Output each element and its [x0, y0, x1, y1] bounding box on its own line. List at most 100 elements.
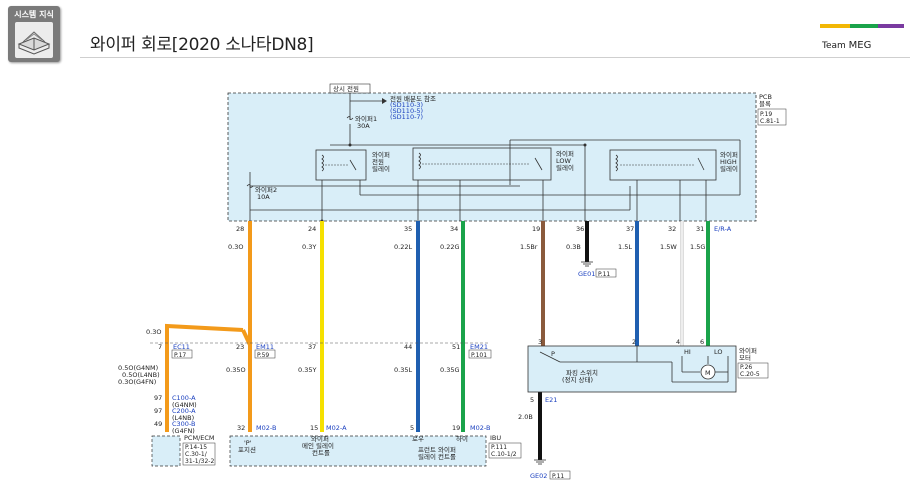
wire-1-5w: 1.5W — [660, 243, 677, 251]
pin-34: 34 — [450, 225, 458, 233]
park-switch-2: (정지 상태) — [562, 375, 593, 384]
fuse1-name: 와이퍼1 — [355, 114, 377, 123]
ibu-conn2: M02-A — [326, 424, 347, 432]
pin-labels: 28 24 35 34 19 36 37 32 31 E/R-A 0.3O 0.… — [228, 225, 732, 251]
ibu-conn4: M02-B — [470, 424, 490, 432]
page-title: 와이퍼 회로[2020 소나타DN8] — [90, 35, 314, 55]
ibu-label-low: 로우 — [412, 435, 424, 443]
pcm-ref-2: C.30-1/ — [185, 451, 208, 458]
em21-name: EM21 — [470, 343, 488, 351]
em21-ref: P.101 — [471, 352, 487, 359]
motor-bottom-wire: 2.0B — [518, 413, 533, 421]
mid-wire-green: 0.35G — [440, 366, 460, 374]
relay1-line1: 와이퍼 — [372, 150, 390, 159]
system-knowledge-badge: 시스템 지식 — [8, 6, 60, 62]
left-conn-3-pin: 49 — [154, 420, 162, 428]
jumper-wire-label: 0.3O — [146, 328, 161, 336]
pcm-ref-3: 31-1/32-2 — [185, 458, 214, 465]
orange-jumper-wire — [165, 323, 244, 432]
low-relay — [412, 147, 552, 181]
motor-pin-2: 2 — [632, 338, 636, 346]
park-p-label: P — [551, 350, 555, 358]
ec11-ref: P.17 — [174, 352, 186, 359]
pcm-name: PCM/ECM — [184, 434, 215, 442]
relay-coil-icon — [418, 152, 421, 170]
wire-1-5br: 1.5Br — [520, 243, 538, 251]
ibu-ref-2: C.10-1/2 — [491, 451, 517, 458]
mid-wire-yellow: 0.35Y — [298, 366, 316, 374]
pcm-ecm-box — [151, 435, 181, 467]
em11-name: EM11 — [256, 343, 274, 351]
left-conn-1-name: C100-A — [172, 394, 196, 402]
fuse-ref-title: 전원 배분도 참조 — [390, 94, 436, 103]
wire-0-3y: 0.3Y — [302, 243, 316, 251]
relay-coil-icon — [321, 154, 324, 172]
mid-wire-orange: 0.35O — [226, 366, 246, 374]
ec11-pin: 7 — [158, 343, 162, 351]
em21-pin: 51 — [452, 343, 460, 351]
pcb-name: PCB — [759, 93, 772, 101]
motor-pin-4: 4 — [676, 338, 680, 346]
left-conn-3-opt: (G4FN) — [172, 427, 195, 435]
em11-ref: P.59 — [257, 352, 269, 359]
left-conn-1-pin: 97 — [154, 394, 162, 402]
fuse2-rating: 10A — [257, 193, 270, 201]
hi-label: HI — [684, 348, 691, 356]
pin-19: 19 — [532, 225, 540, 233]
wire-1-5g: 1.5G — [690, 243, 705, 251]
left-wire-1: 0.5O(G4NM) — [118, 364, 158, 372]
connector-e-r-a: E/R-A — [714, 225, 732, 233]
ibu-label-main2: 메인 릴레이 — [302, 441, 334, 450]
lo-label: LO — [714, 348, 723, 356]
motor-name-1: 와이퍼 — [739, 346, 757, 355]
wire-0-3b: 0.3B — [566, 243, 581, 251]
accent-bars — [820, 24, 904, 28]
header-divider — [80, 57, 910, 58]
pcm-ref-1: P.14-15 — [185, 444, 207, 451]
motor-m-label: M — [705, 369, 711, 377]
ibu-label-main1: 와이퍼 — [311, 434, 329, 443]
motor-bottom-pin: 5 — [530, 396, 534, 404]
fuse2-icon — [246, 184, 254, 188]
ground2-ref: P.11 — [552, 473, 564, 480]
constant-power-label: 상시 전원 — [333, 84, 359, 93]
fuse-ref-1: (SD110-3) — [390, 101, 423, 109]
ibu-label-front2: 릴레이 컨트롤 — [418, 452, 456, 461]
motor-pin-3: 3 — [538, 338, 542, 346]
ibu-conn1: M02-B — [256, 424, 276, 432]
fuse1-rating: 30A — [357, 122, 370, 130]
ground1-ref: P.11 — [598, 271, 610, 278]
wire-0-3o: 0.3O — [228, 243, 243, 251]
pin-28: 28 — [236, 225, 244, 233]
badge-label: 시스템 지식 — [14, 10, 54, 19]
mid-wire-blue: 0.35L — [394, 366, 412, 374]
relay1-line3: 릴레이 — [372, 164, 390, 173]
pin-37: 37 — [626, 225, 634, 233]
left-wire-2: 0.5O(L4NB) — [122, 371, 160, 379]
left-conn-1-opt: (G4NM) — [172, 401, 197, 409]
team-label: Team MEG — [822, 40, 872, 51]
arrow-right-icon — [382, 98, 387, 104]
ground1-name: GE01 — [578, 270, 595, 278]
ground-icon — [581, 261, 593, 267]
fuse-ref-3: (SD110-7) — [390, 113, 423, 121]
pcb-block — [227, 92, 757, 222]
pin-24: 24 — [308, 225, 316, 233]
ibu-label-p1: 'P' — [244, 439, 252, 447]
high-relay — [609, 149, 717, 181]
ibu-label-front1: 프런트 와이퍼 — [418, 445, 456, 454]
book-icon — [15, 22, 53, 58]
pin-36: 36 — [576, 225, 584, 233]
relay3-line1: 와이퍼 — [720, 150, 738, 159]
motor-ref-2: C.20-5 — [740, 371, 760, 378]
left-wire-3: 0.3O(G4FN) — [118, 378, 156, 386]
ibu-pin3: 5 — [410, 424, 414, 432]
main-relay — [315, 149, 367, 181]
ibu-name: IBU — [490, 434, 501, 442]
relay3-line2: HIGH — [720, 158, 737, 166]
ground-icon — [534, 459, 546, 465]
motor-ref-1: P.26 — [740, 364, 752, 371]
mid-pin-yellow: 37 — [308, 343, 316, 351]
left-conn-2-pin: 97 — [154, 407, 162, 415]
